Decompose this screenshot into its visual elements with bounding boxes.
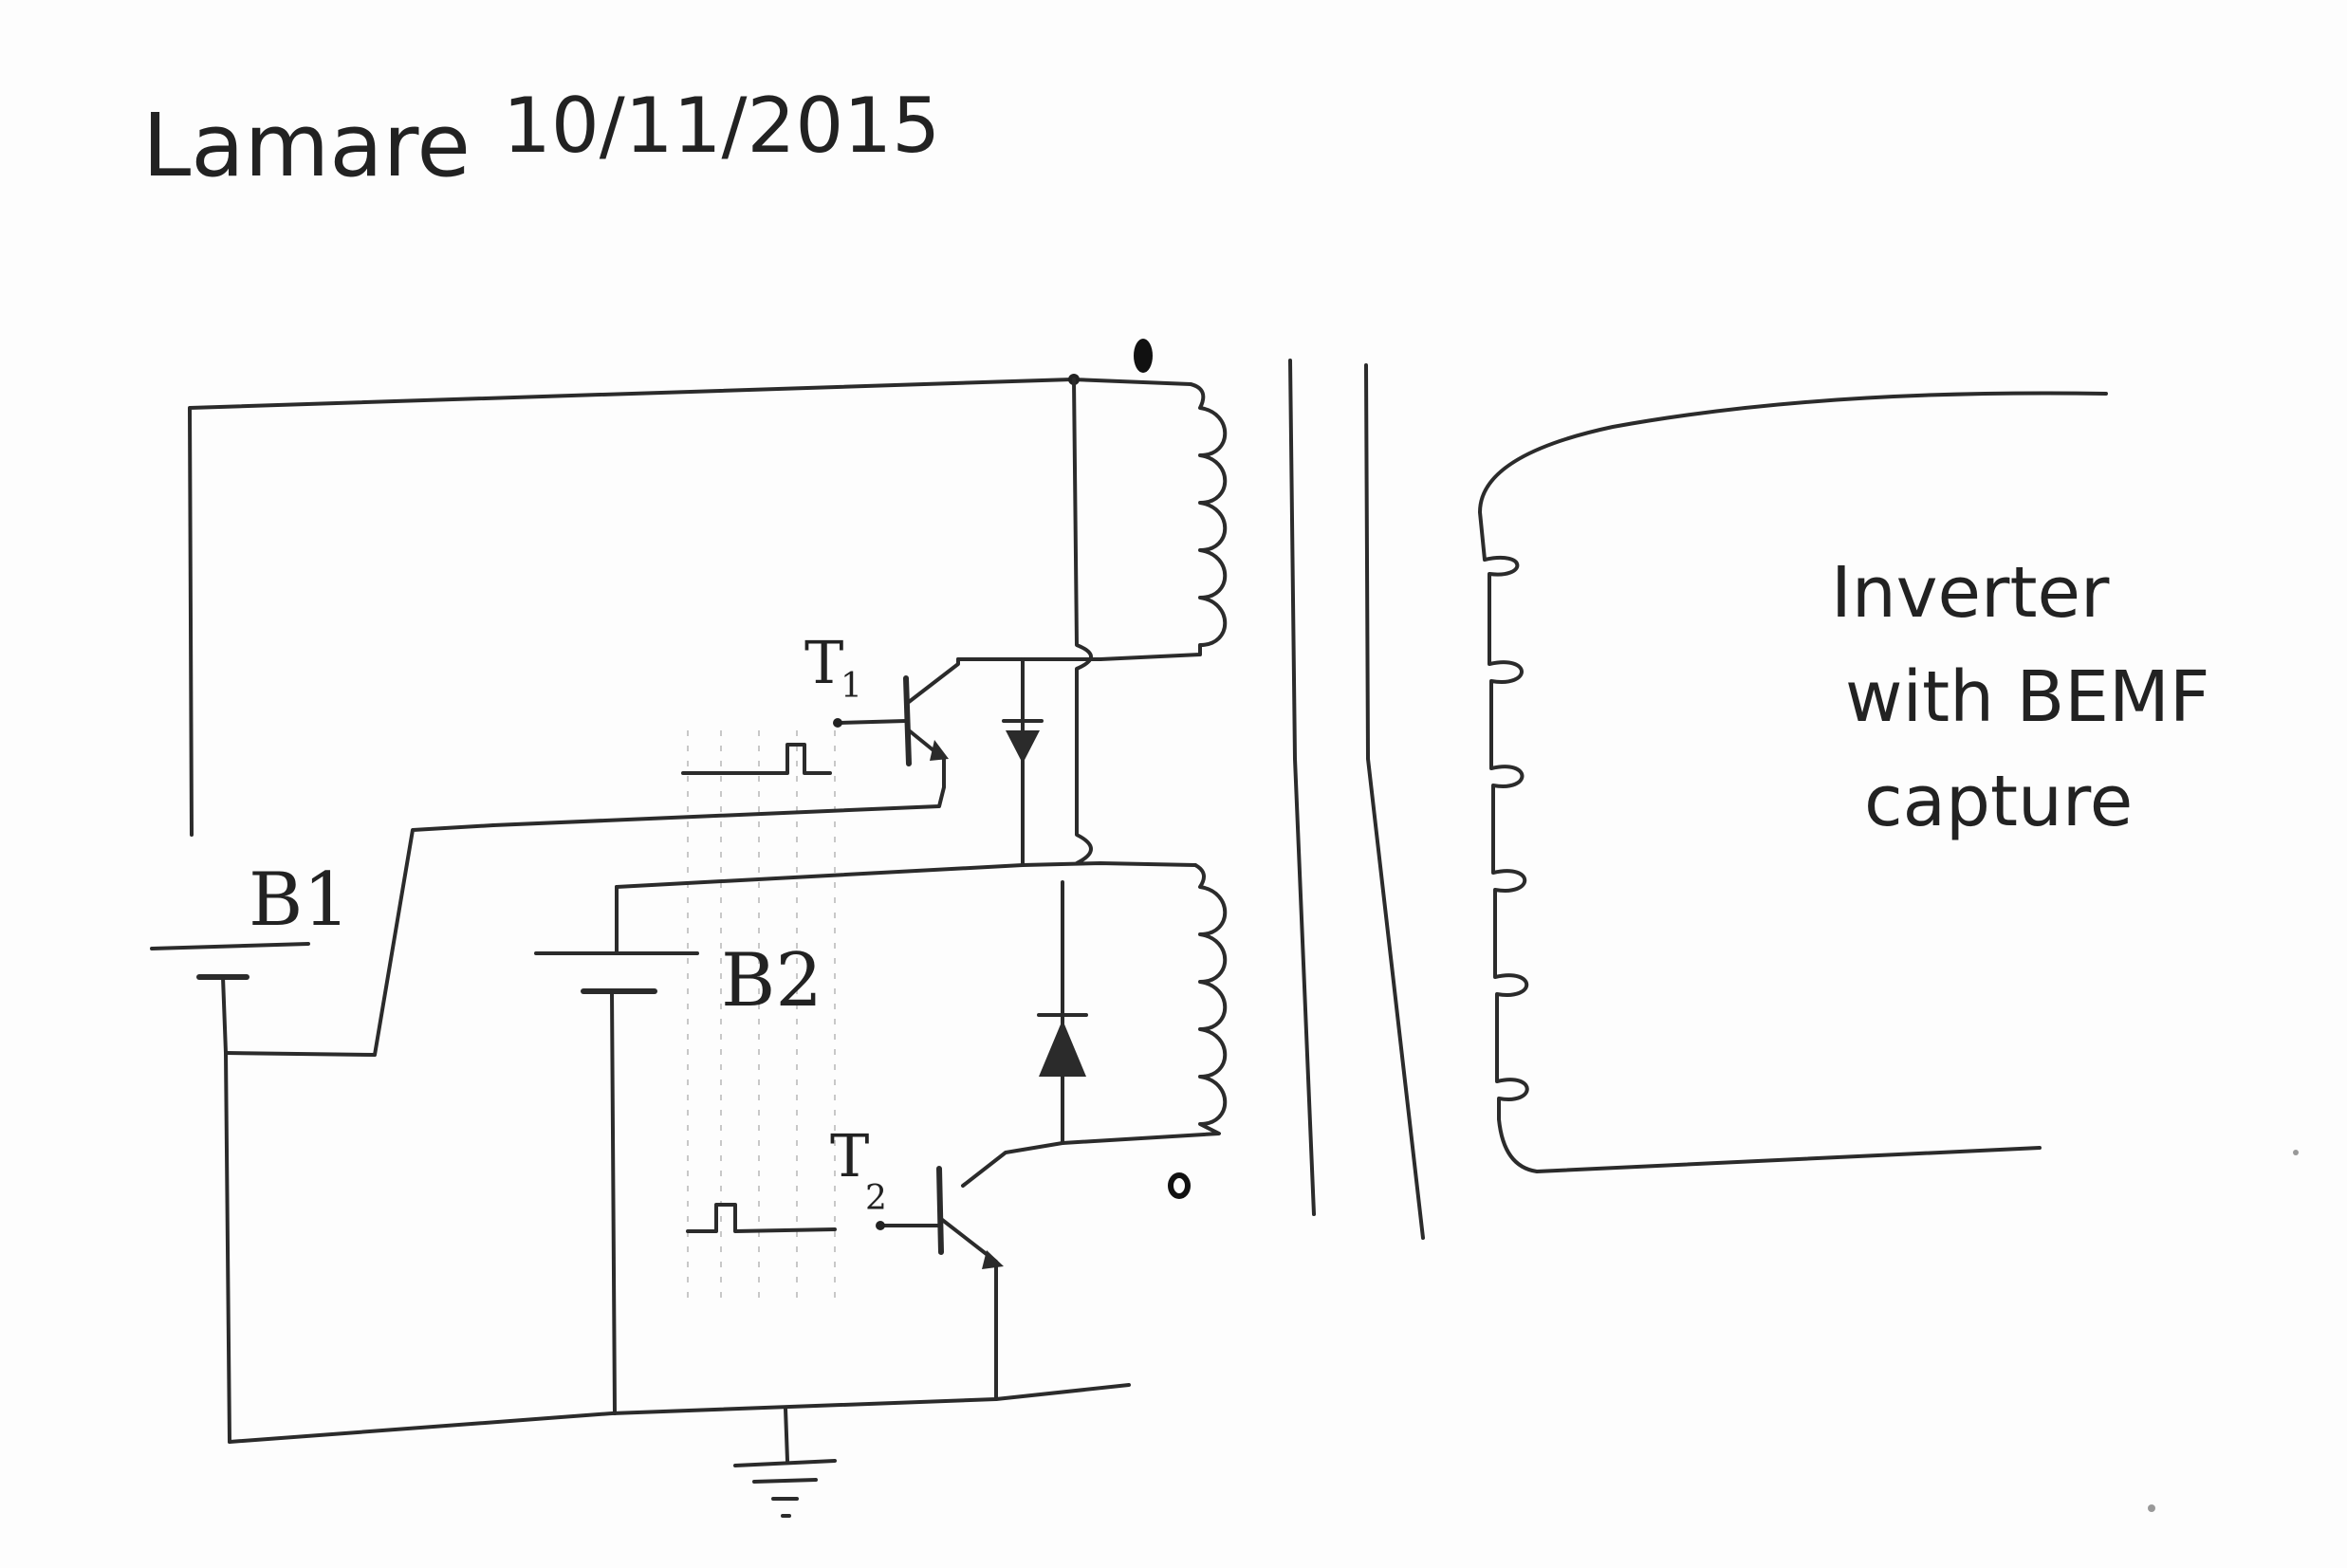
upper-right-wire — [1072, 378, 1093, 865]
polarity-dot-top — [1134, 339, 1153, 373]
diode-lower — [1037, 880, 1088, 1145]
primary-winding-2 — [1061, 863, 1228, 1145]
transistor-t2 — [876, 1141, 1064, 1401]
battery-b2 — [534, 885, 699, 1415]
t2-pulse-signal — [686, 1203, 837, 1233]
t2-label-sub: 2 — [865, 1179, 887, 1218]
battery-b1 — [150, 942, 310, 1055]
transformer-core — [1288, 359, 1425, 1240]
stray-mark — [2148, 1504, 2155, 1512]
t2-label-letter: T — [830, 1121, 869, 1190]
top-rail-wire — [188, 378, 1192, 837]
b1-label: B1 — [249, 858, 350, 943]
t1-label-sub: 1 — [841, 667, 862, 706]
t1-pulse-signal — [681, 743, 832, 775]
secondary-winding — [1478, 391, 2108, 1173]
polarity-dot-bottom — [1168, 1172, 1191, 1199]
t1-label-letter: T — [804, 628, 843, 697]
primary-winding-1 — [1099, 382, 1228, 661]
b2-label: B2 — [721, 938, 822, 1024]
transistor-t1 — [491, 657, 960, 827]
caption-line-3: capture — [1864, 761, 2133, 842]
date-text: 10/11/2015 — [503, 82, 940, 170]
author-name: Lamare — [142, 95, 471, 196]
diode-upper — [1002, 657, 1044, 865]
caption-line-1: Inverter — [1831, 552, 2110, 634]
b1-to-t1-emitter-wire — [224, 823, 495, 1057]
left-ground-wire — [224, 1051, 231, 1444]
ground-symbol — [733, 1407, 837, 1518]
middle-rail-wire — [615, 861, 1197, 889]
stray-mark — [2293, 1150, 2299, 1155]
caption-line-2: with BEMF — [1845, 656, 2209, 738]
ground-rail-wire — [228, 1383, 1131, 1444]
